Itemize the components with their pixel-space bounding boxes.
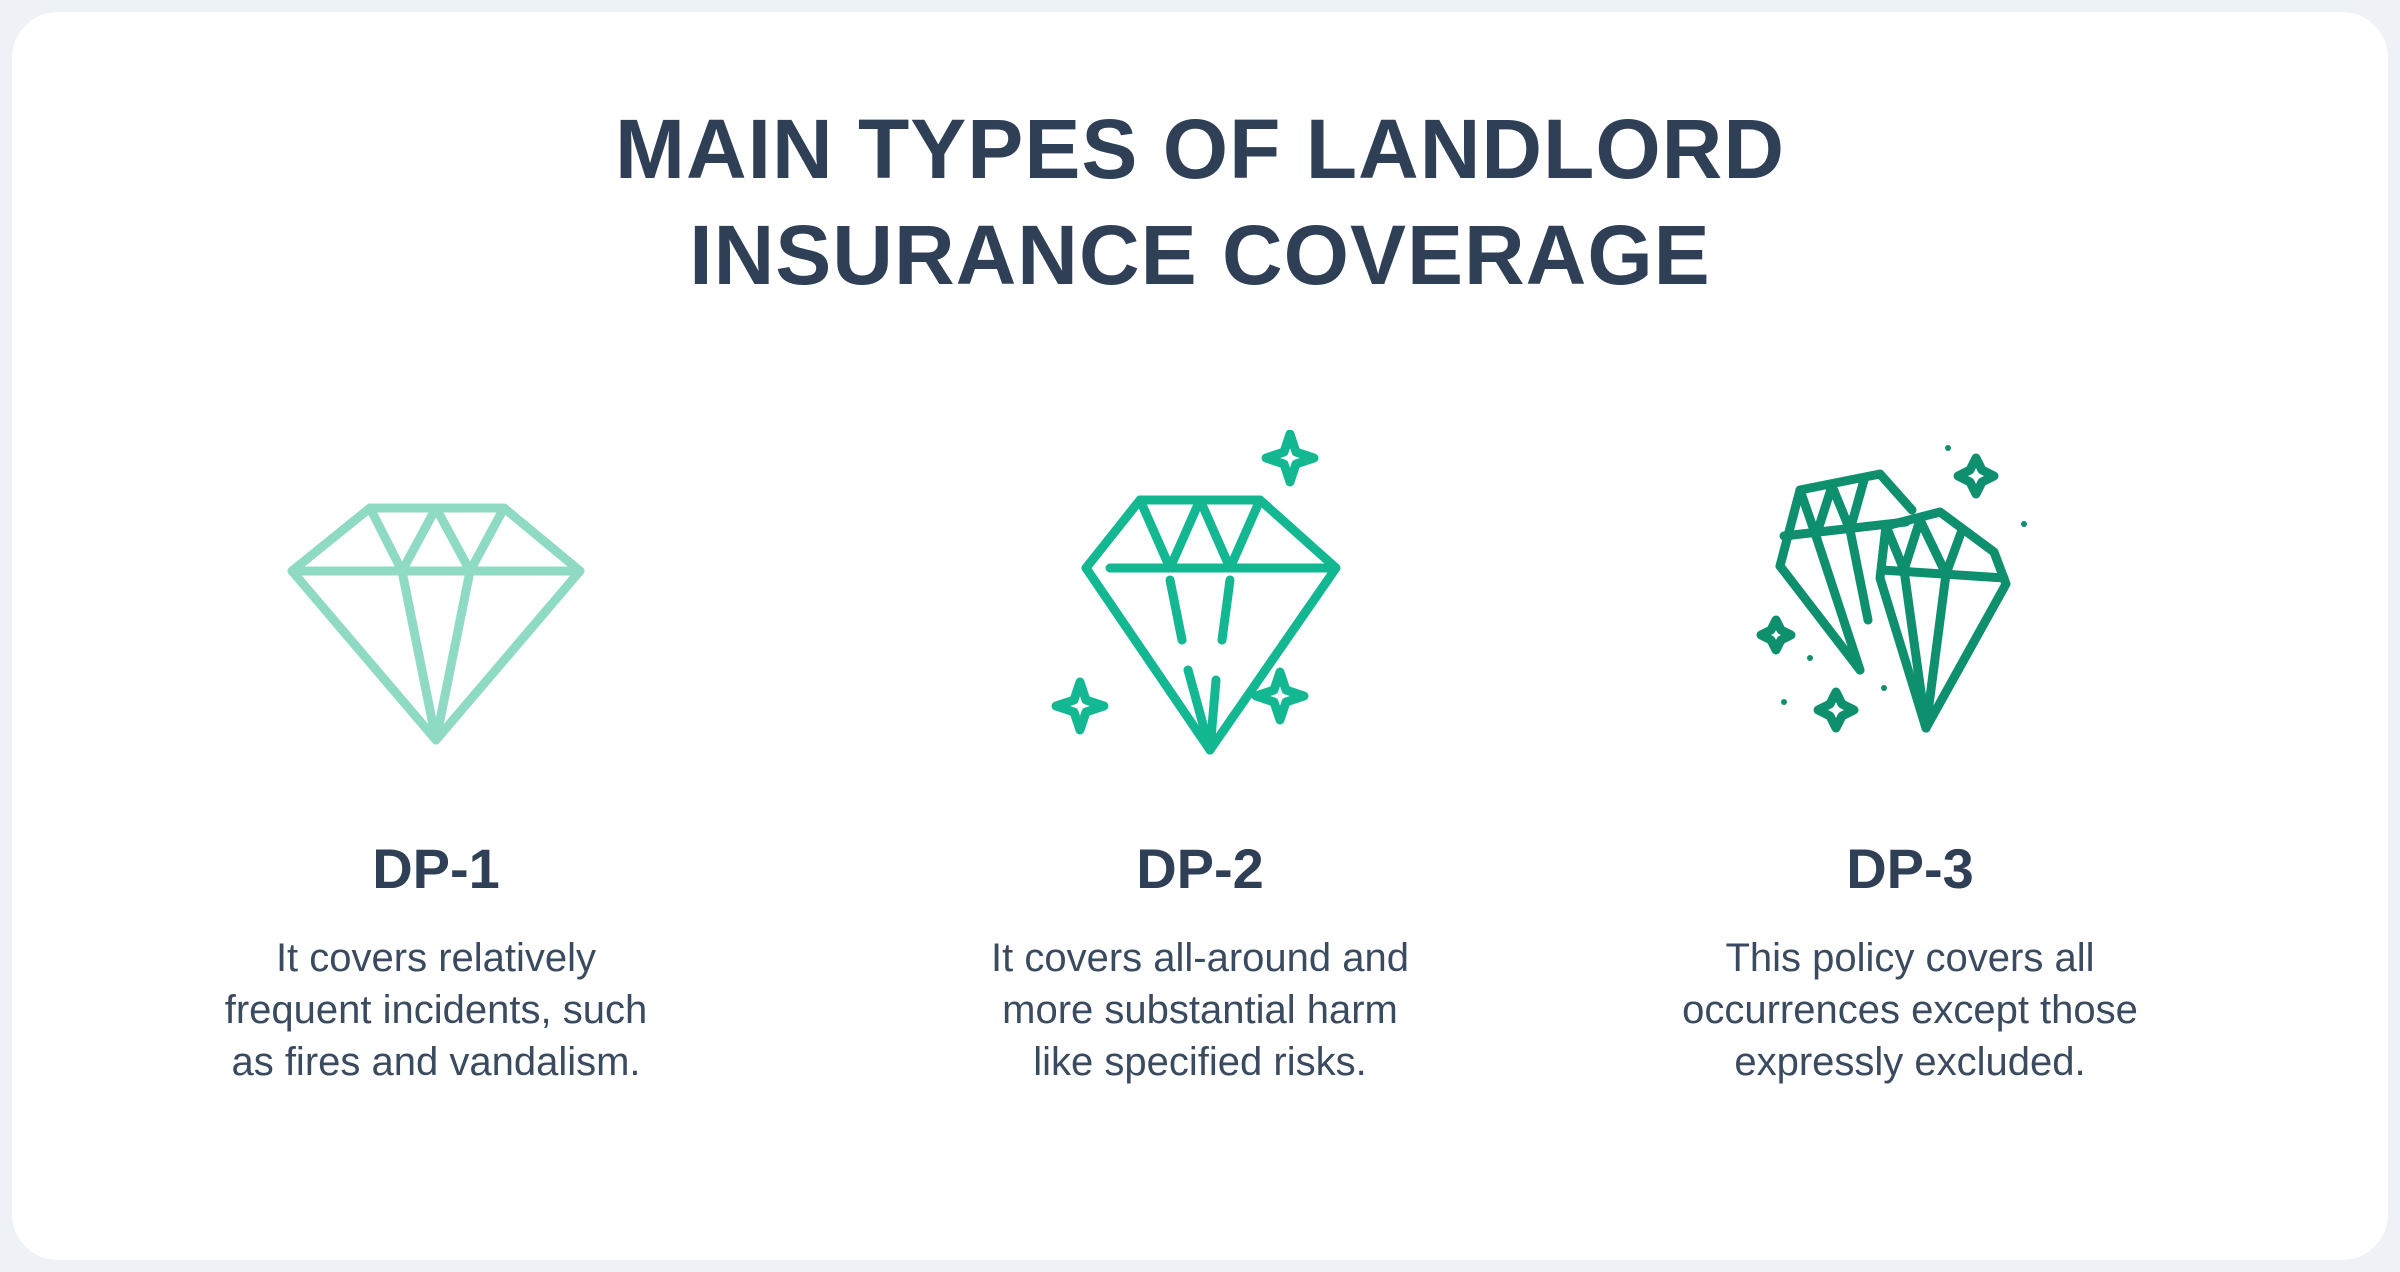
coverage-column-dp3: DP-3 This policy covers all occurrences …	[1530, 430, 2290, 1084]
coverage-column-dp2: DP-2 It covers all-around and more subst…	[820, 430, 1580, 1084]
two-diamonds-icon	[1740, 430, 2080, 770]
coverage-description: This policy covers all occurrences excep…	[1682, 936, 2138, 1084]
coverage-column-dp1: DP-1 It covers relatively frequent incid…	[56, 430, 816, 1084]
infographic-card	[12, 12, 2388, 1260]
coverage-label: DP-3	[1846, 837, 1974, 900]
coverage-label: DP-2	[1136, 837, 1264, 900]
coverage-description: It covers all-around and more substantia…	[990, 936, 1409, 1084]
diamond-icon	[266, 430, 606, 770]
sparkling-diamond-icon	[1030, 430, 1370, 770]
page-title: MAIN TYPES OF LANDLORD INSURANCE COVERAG…	[0, 96, 2400, 308]
title-line-2: INSURANCE COVERAGE	[689, 208, 1711, 302]
coverage-label: DP-1	[372, 837, 500, 900]
title-line-1: MAIN TYPES OF LANDLORD	[615, 102, 1785, 196]
coverage-description: It covers relatively frequent incidents,…	[224, 936, 648, 1084]
